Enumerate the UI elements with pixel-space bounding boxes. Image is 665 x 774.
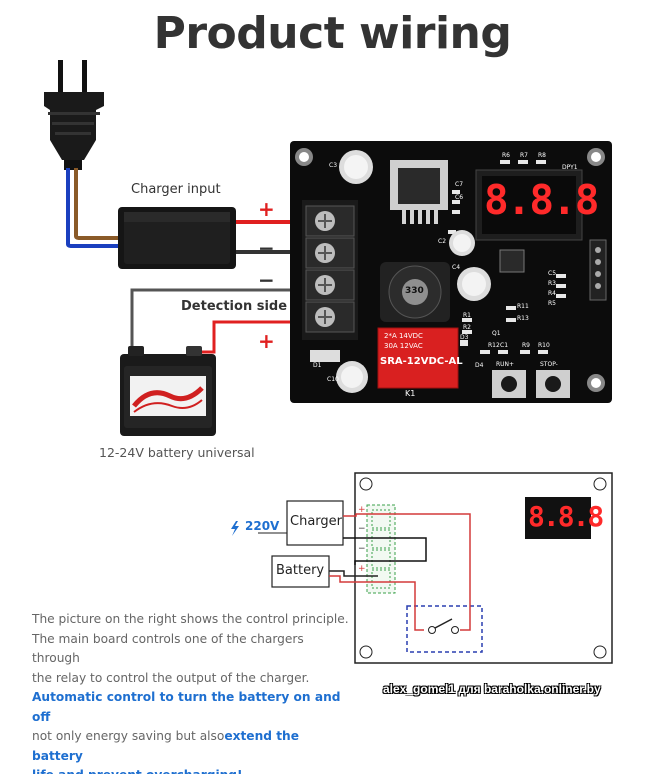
relay-rating-2: 30A 12VAC — [384, 342, 423, 350]
description-line-2: The main board controls one of the charg… — [32, 631, 304, 666]
ref-c6: C6 — [455, 194, 464, 201]
battery-negative-wire — [130, 288, 300, 350]
description-text: The picture on the right shows the contr… — [32, 610, 352, 774]
relay-model: SRA-12VDC-AL — [380, 356, 463, 367]
ref-c4: C4 — [452, 264, 461, 271]
description-line-3: the relay to control the output of the c… — [32, 670, 310, 685]
ref-r9: R9 — [522, 342, 530, 349]
ref-d4: D4 — [475, 362, 484, 369]
ref-r8: R8 — [538, 152, 546, 159]
schem-minus-1: − — [358, 524, 366, 534]
stop-button-label: STOP- — [540, 361, 558, 368]
run-button-label: RUN+ — [496, 361, 515, 368]
battery-plus-sign: + — [258, 329, 275, 353]
ref-r6: R6 — [502, 152, 510, 159]
ref-q1: Q1 — [492, 330, 501, 337]
charger-box — [118, 207, 236, 269]
ref-c2: C2 — [438, 238, 447, 245]
detection-side-label: Detection side — [181, 299, 288, 314]
ref-r1: R1 — [463, 312, 471, 319]
page-title: Product wiring — [153, 8, 512, 59]
ref-c3: C3 — [329, 162, 338, 169]
charger-input-label: Charger input — [131, 182, 221, 197]
description-line-4-text: not only energy saving but also — [32, 729, 225, 743]
ref-c5: C5 — [548, 270, 557, 277]
relay-rating-1: 2*A 14VDC — [384, 332, 423, 340]
schem-plus-2: + — [358, 564, 366, 574]
brown-wire — [74, 168, 118, 240]
schematic-battery-label: Battery — [276, 563, 325, 578]
ref-c10: C10 — [327, 376, 339, 383]
battery-icon — [120, 346, 216, 436]
wiring-canvas — [44, 60, 613, 664]
schematic-display-digits: 8.8.8 — [528, 500, 604, 533]
ref-c1: C1 — [500, 342, 509, 349]
ref-d3: D3 — [460, 334, 469, 341]
ref-r13: R13 — [517, 315, 529, 322]
ref-r12: R12 — [488, 342, 500, 349]
schem-plus-1: + — [358, 505, 366, 515]
schem-minus-2: − — [358, 544, 366, 554]
battery-minus-sign: − — [258, 268, 275, 292]
schematic-charger-label: Charger — [290, 514, 342, 529]
description-line-1: The picture on the right shows the contr… — [32, 612, 349, 626]
inductor-label: 330 — [405, 286, 424, 296]
charger-minus-sign: − — [258, 236, 275, 260]
ref-r7: R7 — [520, 152, 528, 159]
ref-r5: R5 — [548, 300, 556, 307]
ref-d1: D1 — [313, 362, 322, 369]
dpy-label: DPY1 — [562, 164, 578, 171]
control-schematic — [231, 472, 613, 664]
power-plug-icon — [44, 60, 104, 170]
ref-r10: R10 — [538, 342, 550, 349]
description-highlight-1: Automatic control to turn the battery on… — [32, 690, 341, 724]
description-line-4: not only energy saving but alsoextend th… — [32, 727, 352, 766]
watermark: alex_gomel1 для baraholka.onliner.by — [383, 682, 601, 696]
ref-r2: R2 — [463, 324, 471, 331]
voltage-label: 220V — [245, 519, 280, 533]
blue-wire — [66, 168, 118, 248]
board-display-digits: 8.8.8 — [484, 176, 599, 224]
ref-r11: R11 — [517, 303, 529, 310]
description-line-5: life and prevent overcharging! — [32, 766, 352, 774]
relay-ref: K1 — [405, 389, 416, 398]
charger-plus-sign: + — [258, 197, 275, 221]
ref-c7: C7 — [455, 181, 464, 188]
control-board — [290, 141, 612, 403]
ref-r4: R4 — [548, 290, 556, 297]
battery-universal-label: 12-24V battery universal — [99, 445, 255, 460]
ref-r3: R3 — [548, 280, 556, 287]
